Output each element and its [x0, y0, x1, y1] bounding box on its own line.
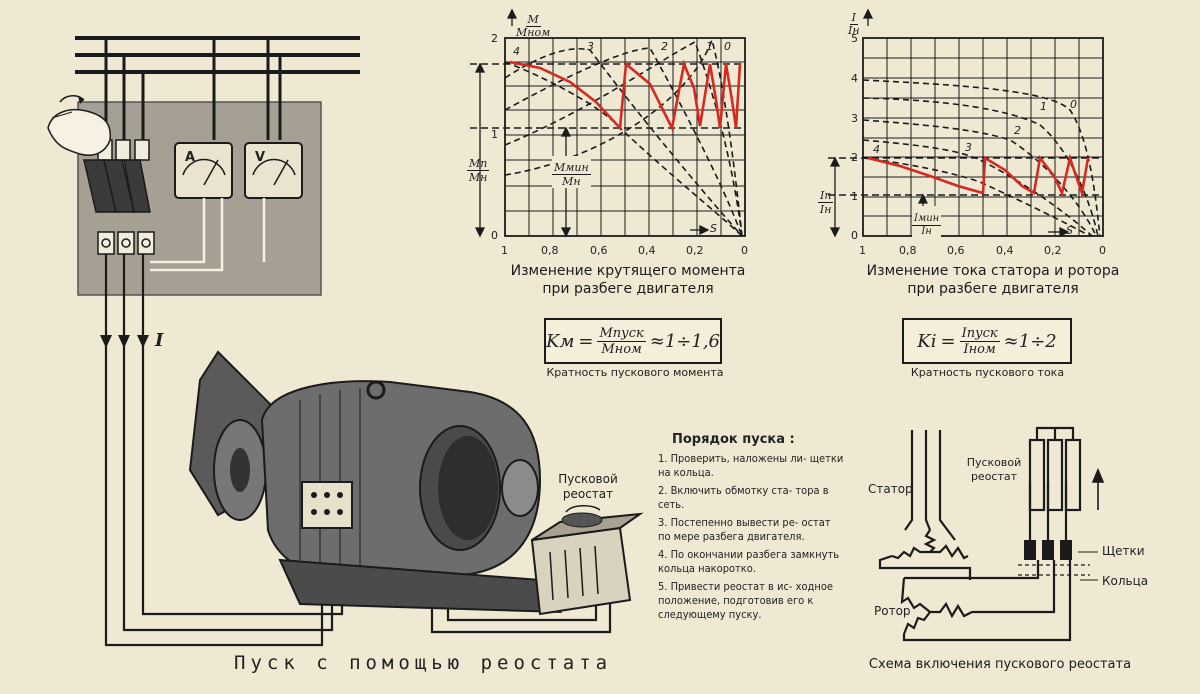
torque-caption-line2: при разбеге двигателя	[542, 281, 714, 297]
torque-x-tick-5: 0	[741, 244, 748, 257]
current-y-tick-5: 5	[851, 32, 858, 45]
voltmeter	[244, 142, 303, 199]
hand-icon	[47, 95, 112, 156]
lifting-eye	[366, 380, 386, 400]
torque-formula-rhs: ≈1÷1,6	[649, 330, 720, 352]
procedure-step-4: 4. По окончании разбега замкнуть кольца …	[658, 548, 840, 575]
schematic-brushes-label: Щетки	[1102, 544, 1145, 558]
current-formula-caption: Кратность пускового тока	[910, 366, 1065, 379]
current-x-tick-2: 0,6	[947, 244, 965, 257]
torque-curve-label-3: 3	[587, 40, 594, 53]
current-x-tick-1: 0,8	[899, 244, 917, 257]
torque-x-tick-1: 0,8	[541, 244, 559, 257]
current-min-label: Iмин Iн	[912, 206, 942, 238]
torque-y-tick-0: 0	[491, 229, 498, 242]
current-x-tick-3: 0,4	[996, 244, 1014, 257]
ammeter-label: A	[185, 150, 196, 165]
torque-y-tick-2: 2	[491, 32, 498, 45]
torque-curve-label-1: 1	[706, 40, 713, 53]
torque-y-tick-1: 1	[491, 128, 498, 141]
torque-x-tick-3: 0,4	[638, 244, 656, 257]
schematic-rings-label: Кольца	[1102, 574, 1149, 588]
torque-formula-lhs: Kм	[546, 330, 575, 352]
procedure-step-1: 1. Проверить, наложены ли- щетки на коль…	[658, 452, 844, 479]
current-formula-rhs: ≈1÷2	[1003, 330, 1057, 352]
voltmeter-label: V	[255, 150, 266, 165]
torque-formula: Kм= Mпуск Mном ≈1÷1,6	[544, 318, 722, 364]
rheostat-knob	[561, 512, 603, 528]
current-arrows	[100, 335, 149, 348]
current-x-tick-0: 1	[859, 244, 866, 257]
torque-x-axis-label: S	[710, 222, 717, 235]
current-start-label: Iп Iн	[818, 189, 834, 216]
current-caption-line2: при разбеге двигателя	[907, 281, 1079, 297]
schematic-stator-label: Статор	[868, 482, 913, 496]
ammeter	[174, 142, 233, 199]
current-x-axis-label: S	[1066, 224, 1073, 237]
torque-curve-label-0: 0	[724, 40, 731, 53]
schematic-caption: Схема включения пускового реостата	[868, 657, 1132, 672]
schematic-rheostat-label: Пусковой реостат	[966, 456, 1022, 483]
current-y-tick-4: 4	[851, 72, 858, 85]
torque-curve-label-4: 4	[513, 45, 520, 58]
torque-x-tick-4: 0,2	[686, 244, 704, 257]
current-chart-caption: Изменение тока статора и ротора при разб…	[838, 262, 1148, 298]
torque-chart-caption: Изменение крутящего момента при разбеге …	[478, 262, 778, 298]
torque-start-trajectory	[509, 59, 742, 133]
current-y-tick-1: 1	[851, 190, 858, 203]
current-curve-label-4: 4	[873, 143, 880, 156]
current-caption-line1: Изменение тока статора и ротора	[866, 263, 1120, 279]
torque-x-tick-0: 1	[501, 244, 508, 257]
torque-min-label: Mмин Mн	[552, 156, 591, 188]
procedure-step-5: 5. Привести реостат в ис- ходное положен…	[658, 580, 833, 621]
current-formula: Ki= Iпуск Iном ≈1÷2	[902, 318, 1072, 364]
fuses	[97, 231, 155, 255]
current-curve-label-2: 2	[1014, 124, 1021, 137]
torque-y-axis-label: M Mном	[516, 13, 551, 39]
current-curve-label-3: 3	[965, 141, 972, 154]
torque-start-label: Mп Mн	[467, 157, 490, 184]
current-x-tick-5: 0	[1099, 244, 1106, 257]
current-formula-lhs: Ki	[917, 330, 937, 352]
torque-formula-den: Mном	[601, 341, 642, 357]
current-y-tick-2: 2	[851, 151, 858, 164]
torque-x-tick-2: 0,6	[590, 244, 608, 257]
procedure-steps: 1. Проверить, наложены ли- щетки на коль…	[658, 452, 846, 626]
terminal-box	[301, 481, 353, 529]
current-y-tick-0: 0	[851, 229, 858, 242]
procedure-heading: Порядок пуска :	[672, 432, 795, 447]
current-x-tick-4: 0,2	[1044, 244, 1062, 257]
current-curve-label-1: 1	[1040, 100, 1047, 113]
current-label: I	[155, 330, 164, 351]
torque-caption-line1: Изменение крутящего момента	[510, 263, 746, 279]
schematic-rotor-label: Ротор	[874, 604, 911, 618]
current-y-axis-label: I Iн	[848, 11, 860, 37]
torque-formula-caption: Кратность пускового момента	[546, 366, 724, 379]
procedure-step-3: 3. Постепенно вывести ре- остат по мере …	[658, 516, 831, 543]
current-formula-num: Iпуск	[959, 325, 1000, 342]
torque-curve-label-2: 2	[661, 40, 668, 53]
current-curve-label-0: 0	[1070, 98, 1077, 111]
torque-formula-num: Mпуск	[597, 325, 646, 342]
machine-rheostat-label: Пусковой реостат	[558, 472, 618, 501]
current-formula-den: Iном	[963, 341, 996, 357]
current-y-tick-3: 3	[851, 112, 858, 125]
page-title: Пуск с помощью реостата	[234, 652, 613, 674]
current-start-trajectory	[867, 153, 1090, 199]
procedure-step-2: 2. Включить обмотку ста- тора в сеть.	[658, 484, 829, 511]
